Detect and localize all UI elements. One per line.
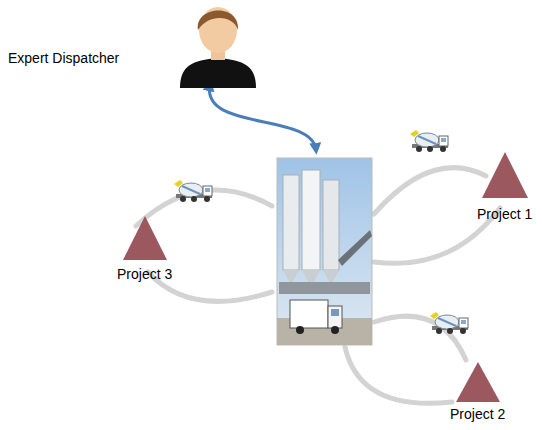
project-node: Project 1 bbox=[475, 152, 535, 225]
project-label: Project 3 bbox=[117, 266, 172, 283]
role-label: Expert Dispatcher bbox=[8, 50, 119, 67]
communication-arrow bbox=[209, 84, 316, 150]
project-triangle bbox=[475, 152, 535, 199]
mixer-truck bbox=[430, 312, 468, 334]
dispatcher-node: Expert Dispatcher bbox=[4, 0, 266, 92]
person-icon bbox=[4, 0, 266, 92]
mixer-truck bbox=[174, 180, 212, 202]
project-node: Project 2 bbox=[448, 362, 508, 425]
project-triangle bbox=[448, 362, 508, 403]
batch-plant-photo bbox=[277, 158, 372, 345]
haul-route-arcs bbox=[136, 168, 500, 404]
project-node: Project 3 bbox=[115, 216, 175, 285]
mixer-truck bbox=[410, 130, 448, 152]
project-triangle bbox=[115, 216, 175, 261]
project-label: Project 2 bbox=[450, 406, 505, 423]
project-label: Project 1 bbox=[477, 206, 532, 223]
